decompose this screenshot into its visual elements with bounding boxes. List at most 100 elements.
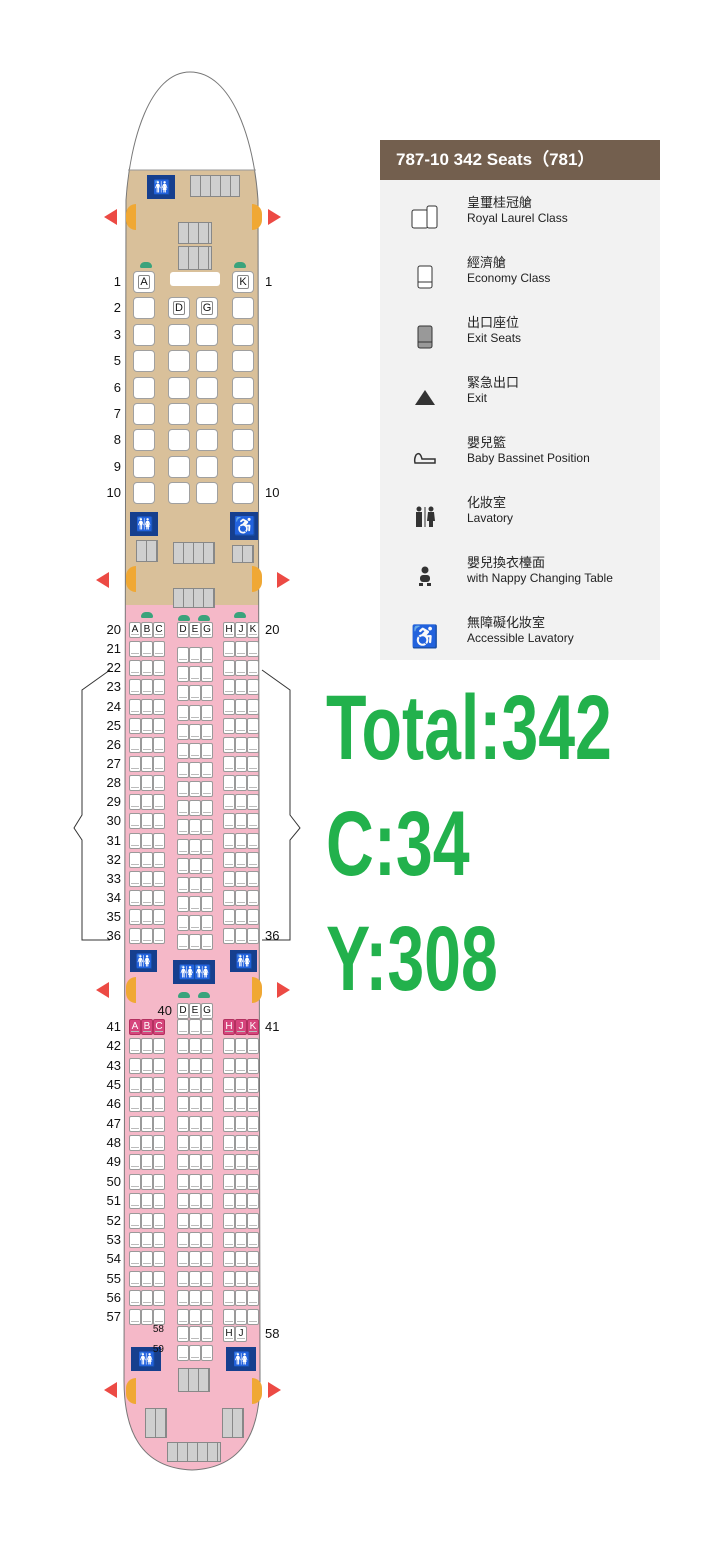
seat-34A[interactable] bbox=[129, 889, 141, 906]
seat-30C[interactable] bbox=[153, 813, 165, 830]
seat-56D[interactable] bbox=[177, 1289, 189, 1306]
seat-48B[interactable] bbox=[141, 1135, 153, 1152]
seat-42B[interactable] bbox=[141, 1038, 153, 1055]
seat-28J[interactable] bbox=[235, 775, 247, 792]
seat-48C[interactable] bbox=[153, 1135, 165, 1152]
seat-49C[interactable] bbox=[153, 1154, 165, 1171]
seat-50B[interactable] bbox=[141, 1173, 153, 1190]
seat-49E[interactable] bbox=[189, 1154, 201, 1171]
seat-53B[interactable] bbox=[141, 1231, 153, 1248]
seat-57E[interactable] bbox=[189, 1309, 201, 1326]
seat-8G[interactable] bbox=[196, 429, 218, 452]
seat-29C[interactable] bbox=[153, 794, 165, 811]
seat-49B[interactable] bbox=[141, 1154, 153, 1171]
seat-30A[interactable] bbox=[129, 813, 141, 830]
seat-6A[interactable] bbox=[133, 376, 155, 399]
seat-53A[interactable] bbox=[129, 1231, 141, 1248]
seat-55K[interactable] bbox=[247, 1270, 259, 1287]
seat-35E[interactable] bbox=[189, 915, 201, 932]
seat-20B[interactable]: B bbox=[141, 622, 153, 638]
seat-35A[interactable] bbox=[129, 909, 141, 926]
seat-33A[interactable] bbox=[129, 870, 141, 887]
seat-49D[interactable] bbox=[177, 1154, 189, 1171]
seat-45J[interactable] bbox=[235, 1077, 247, 1094]
seat-22B[interactable] bbox=[141, 660, 153, 677]
seat-58J[interactable]: J bbox=[235, 1326, 247, 1342]
seat-31A[interactable] bbox=[129, 832, 141, 849]
seat-35C[interactable] bbox=[153, 909, 165, 926]
seat-24K[interactable] bbox=[247, 698, 259, 715]
seat-20H[interactable]: H bbox=[223, 622, 235, 638]
seat-32A[interactable] bbox=[129, 851, 141, 868]
seat-55C[interactable] bbox=[153, 1270, 165, 1287]
seat-31D[interactable] bbox=[177, 838, 189, 855]
seat-51C[interactable] bbox=[153, 1193, 165, 1210]
seat-35G[interactable] bbox=[201, 915, 213, 932]
seat-25C[interactable] bbox=[153, 717, 165, 734]
seat-34D[interactable] bbox=[177, 895, 189, 912]
seat-28D[interactable] bbox=[177, 781, 189, 798]
seat-26G[interactable] bbox=[201, 742, 213, 759]
seat-28E[interactable] bbox=[189, 781, 201, 798]
seat-20G[interactable]: G bbox=[201, 622, 213, 638]
seat-41J[interactable]: J bbox=[235, 1019, 247, 1035]
seat-21B[interactable] bbox=[141, 641, 153, 658]
seat-23C[interactable] bbox=[153, 679, 165, 696]
seat-28C[interactable] bbox=[153, 775, 165, 792]
seat-48A[interactable] bbox=[129, 1135, 141, 1152]
seat-27C[interactable] bbox=[153, 755, 165, 772]
seat-56K[interactable] bbox=[247, 1289, 259, 1306]
seat-28K[interactable] bbox=[247, 775, 259, 792]
seat-29H[interactable] bbox=[223, 794, 235, 811]
seat-33H[interactable] bbox=[223, 870, 235, 887]
seat-57G[interactable] bbox=[201, 1309, 213, 1326]
seat-43K[interactable] bbox=[247, 1057, 259, 1074]
seat-8A[interactable] bbox=[133, 429, 155, 452]
seat-41A[interactable]: A bbox=[129, 1019, 141, 1035]
seat-54E[interactable] bbox=[189, 1251, 201, 1268]
seat-35H[interactable] bbox=[223, 909, 235, 926]
seat-45A[interactable] bbox=[129, 1077, 141, 1094]
seat-59G[interactable] bbox=[201, 1345, 213, 1361]
seat-34E[interactable] bbox=[189, 895, 201, 912]
seat-33C[interactable] bbox=[153, 870, 165, 887]
seat-47H[interactable] bbox=[223, 1115, 235, 1132]
seat-48J[interactable] bbox=[235, 1135, 247, 1152]
seat-36H[interactable] bbox=[223, 928, 235, 945]
seat-21E[interactable] bbox=[189, 647, 201, 664]
seat-54G[interactable] bbox=[201, 1251, 213, 1268]
seat-41B[interactable]: B bbox=[141, 1019, 153, 1035]
seat-27E[interactable] bbox=[189, 761, 201, 778]
seat-47C[interactable] bbox=[153, 1115, 165, 1132]
seat-36K[interactable] bbox=[247, 928, 259, 945]
seat-43D[interactable] bbox=[177, 1057, 189, 1074]
seat-42C[interactable] bbox=[153, 1038, 165, 1055]
seat-27G[interactable] bbox=[201, 761, 213, 778]
seat-50C[interactable] bbox=[153, 1173, 165, 1190]
seat-32B[interactable] bbox=[141, 851, 153, 868]
seat-47E[interactable] bbox=[189, 1115, 201, 1132]
seat-3A[interactable] bbox=[133, 323, 155, 346]
seat-31C[interactable] bbox=[153, 832, 165, 849]
seat-8D[interactable] bbox=[168, 429, 190, 452]
seat-21D[interactable] bbox=[177, 647, 189, 664]
seat-24J[interactable] bbox=[235, 698, 247, 715]
seat-43J[interactable] bbox=[235, 1057, 247, 1074]
seat-7A[interactable] bbox=[133, 403, 155, 425]
seat-24D[interactable] bbox=[177, 704, 189, 721]
seat-7D[interactable] bbox=[168, 403, 190, 425]
seat-51E[interactable] bbox=[189, 1193, 201, 1210]
seat-26B[interactable] bbox=[141, 736, 153, 753]
seat-2K[interactable] bbox=[232, 297, 254, 320]
seat-52D[interactable] bbox=[177, 1212, 189, 1229]
seat-30E[interactable] bbox=[189, 819, 201, 836]
seat-3G[interactable] bbox=[196, 323, 218, 346]
seat-22K[interactable] bbox=[247, 660, 259, 677]
seat-49A[interactable] bbox=[129, 1154, 141, 1171]
seat-49K[interactable] bbox=[247, 1154, 259, 1171]
seat-55G[interactable] bbox=[201, 1270, 213, 1287]
seat-32C[interactable] bbox=[153, 851, 165, 868]
seat-27J[interactable] bbox=[235, 755, 247, 772]
seat-56B[interactable] bbox=[141, 1289, 153, 1306]
seat-45G[interactable] bbox=[201, 1077, 213, 1094]
